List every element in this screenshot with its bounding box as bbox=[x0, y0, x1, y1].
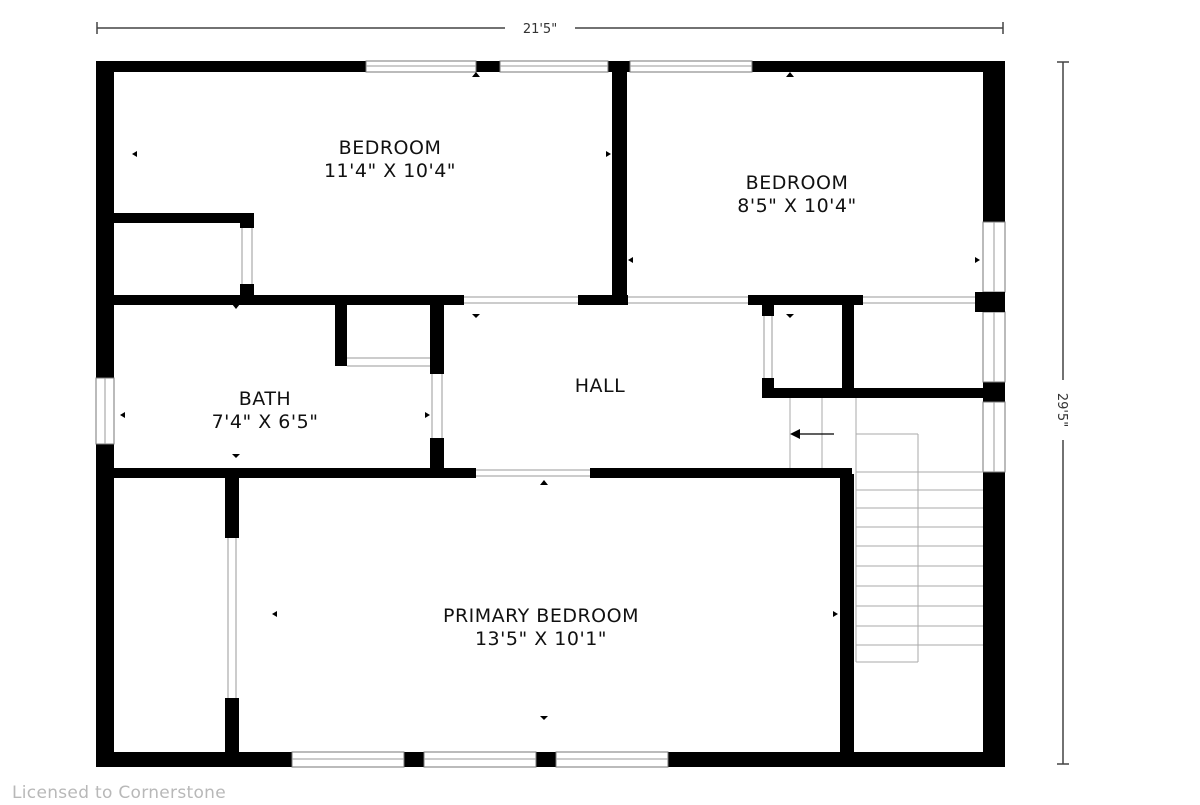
primary-bedroom-size: 13'5" X 10'1" bbox=[475, 628, 607, 650]
width-dimension-bg bbox=[505, 18, 575, 38]
bath-name: BATH bbox=[239, 388, 291, 410]
bedroom-2-size: 8'5" X 10'4" bbox=[737, 195, 856, 217]
stair-arrow bbox=[790, 429, 834, 439]
bedroom-2-name: BEDROOM bbox=[746, 172, 849, 194]
license-watermark: Licensed to Cornerstone bbox=[12, 783, 226, 803]
bath-size: 7'4" X 6'5" bbox=[212, 411, 319, 433]
depth-dimension-label: 29'5" bbox=[1054, 393, 1069, 427]
hall-name: HALL bbox=[575, 375, 625, 397]
interior-walls bbox=[96, 61, 1005, 759]
width-dimension-label: 21'5" bbox=[523, 22, 557, 37]
window-centerlines bbox=[104, 65, 995, 760]
bedroom-1-size: 11'4" X 10'4" bbox=[324, 160, 456, 182]
staircase bbox=[789, 398, 983, 663]
depth-dimension-bg bbox=[1053, 380, 1073, 440]
door-frames bbox=[227, 228, 975, 698]
bedroom-1-name: BEDROOM bbox=[339, 137, 442, 159]
primary-bedroom-name: PRIMARY BEDROOM bbox=[443, 605, 639, 627]
direction-markers bbox=[120, 72, 980, 720]
